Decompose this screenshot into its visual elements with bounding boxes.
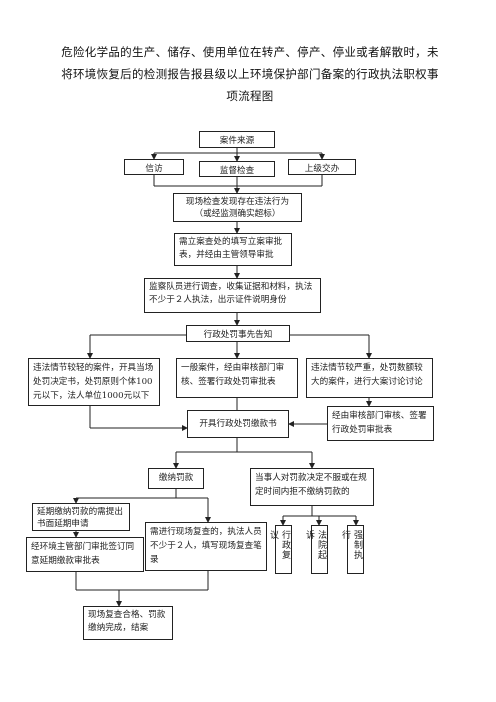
higher-assigned-box: 上级交办 (288, 159, 356, 175)
case-filing-box: 需立案查处的填写立案审批表，并经由主管领导审批 (174, 233, 292, 266)
investigation-box: 监察队员进行调查，收集证据和材料，执法不少于２人执法，出示证件说明身份 (144, 278, 321, 313)
prior-notice-box: 行政处罚事先告知 (186, 325, 290, 342)
site-recheck-box: 需进行现场复查的，执法人员不少于２人，填写现场复查笔录 (145, 522, 267, 571)
administrative-reconsideration-box: 行政复议 (268, 525, 292, 574)
title-line-1: 危险化学品的生产、储存、使用单位在转产、停产、停业或者解散时，未 (61, 45, 439, 59)
minor-case-box: 违法情节较轻的案件，开具当场处罚决定书，处罚原则个体100元以下，法人单位100… (28, 358, 160, 406)
delay-application-box: 延期缴纳罚款的需提出书面延期申请 (32, 503, 130, 531)
title-line-3: 项流程图 (226, 89, 274, 103)
pay-fine-box: 缴纳罚款 (148, 468, 204, 489)
site-violation-box: 现场检查发现存在违法行为（或经监测确实超标） (173, 193, 302, 222)
general-case-box: 一般案件，经由审核部门审核、签署行政处罚审批表 (176, 358, 298, 398)
case-source-box: 案件来源 (199, 131, 275, 148)
case-closed-box: 现场复查合格、罚款缴纳完成，结案 (83, 606, 173, 640)
enforcement-box: 强制执行 (340, 525, 364, 574)
serious-case-box: 违法情节较严重，处罚数额较大的案件，进行大案讨论讨论 (306, 358, 433, 398)
court-lawsuit-box: 法院起诉 (304, 525, 328, 574)
review-approval-box: 经由审核部门审核、签署行政处罚审批表 (327, 406, 434, 441)
delay-approval-box: 经环境主管部门审批签订同意延期缴款审批表 (26, 537, 144, 572)
supervision-inspection-box: 监督检查 (199, 161, 275, 177)
title-line-2: 将环境恢复后的检测报告报县级以上环境保护部门备案的行政执法职权事 (61, 67, 439, 81)
letters-visits-box: 信访 (124, 159, 184, 175)
issue-payment-notice-box: 开具行政处罚缴款书 (187, 410, 289, 438)
refuse-payment-box: 当事人对罚款决定不服或在规定时间内拒不缴纳罚款的 (250, 468, 374, 506)
